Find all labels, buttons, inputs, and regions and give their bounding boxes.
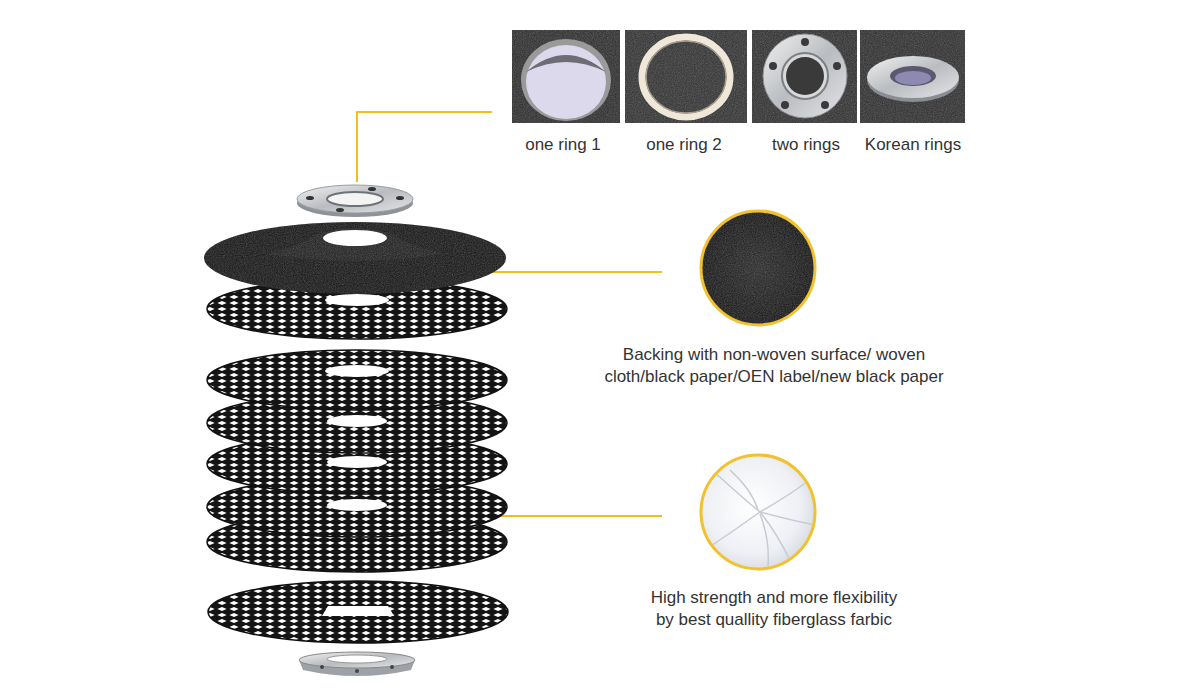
backing-detail-circle <box>701 211 815 325</box>
bottom-metal-ring <box>320 665 324 669</box>
ring-caption-box: one ring 1 <box>498 134 628 156</box>
fiberglass-detail-circle <box>708 512 760 548</box>
mesh-disc <box>207 350 507 410</box>
photo-one-ring-2 <box>625 30 747 123</box>
ring-photos <box>512 30 965 123</box>
top-metal-ring <box>327 192 383 206</box>
top-metal-ring <box>368 187 376 191</box>
photo-one-ring-2 <box>625 30 747 123</box>
photo-two-rings <box>752 30 857 123</box>
top-metal-ring <box>297 185 413 217</box>
mesh-disc <box>325 294 389 306</box>
bottom-metal-ring <box>355 669 359 673</box>
photo-two-rings <box>781 101 789 109</box>
mesh-disc <box>327 456 387 468</box>
backing-disc <box>204 222 506 294</box>
fiberglass-detail-circle <box>730 470 758 510</box>
top-metal-ring <box>396 196 404 200</box>
fiberglass-detail-circle <box>701 455 815 569</box>
leader-line <box>357 112 492 182</box>
photo-korean-rings <box>890 66 936 86</box>
top-metal-ring <box>297 185 413 213</box>
photo-two-rings <box>752 30 857 123</box>
ring-caption: two rings <box>741 134 871 156</box>
photo-one-ring-1 <box>512 30 620 123</box>
fiberglass-detail-circle <box>701 455 815 569</box>
backing-disc <box>265 228 445 261</box>
fiberglass-mesh-discs <box>207 279 508 643</box>
bottom-metal-ring <box>299 652 415 668</box>
fiberglass-detail-circle <box>760 512 815 525</box>
ring-caption: Korean rings <box>848 134 978 156</box>
photo-one-ring-1 <box>526 55 606 72</box>
mesh-disc <box>327 415 387 427</box>
photo-one-ring-1 <box>512 30 620 123</box>
mesh-disc <box>325 365 389 377</box>
photo-one-ring-1 <box>512 30 620 123</box>
top-metal-ring <box>336 208 344 212</box>
ring-caption-box: Korean rings <box>848 134 978 156</box>
ring-caption: one ring 2 <box>619 134 749 156</box>
photo-two-rings <box>801 38 809 46</box>
photo-two-rings <box>752 30 857 123</box>
photo-one-ring-2 <box>646 41 726 113</box>
mesh-disc <box>208 581 508 643</box>
photo-korean-rings <box>860 30 965 123</box>
backing-disc <box>204 222 506 294</box>
bottom-metal-ring <box>327 655 387 663</box>
photo-two-rings <box>763 34 847 118</box>
top-metal-ring <box>306 196 314 200</box>
photo-two-rings <box>821 101 829 109</box>
backing-description-box: Backing with non-woven surface/ woven cl… <box>539 344 1009 388</box>
ring-caption-box: two rings <box>741 134 871 156</box>
photo-one-ring-2 <box>625 30 747 123</box>
leader-line <box>466 271 662 273</box>
backing-disc <box>323 230 387 246</box>
photo-one-ring-1 <box>526 45 606 119</box>
photo-two-rings <box>833 62 841 70</box>
backing-detail-circle <box>701 211 815 325</box>
backing-disc <box>204 222 506 294</box>
photo-two-rings <box>782 53 828 99</box>
photo-korean-rings <box>860 30 965 123</box>
fiberglass-detail-circle <box>760 514 768 566</box>
fiberglass-detail-circle <box>701 455 815 569</box>
photo-two-rings <box>786 57 824 95</box>
fiberglass-detail-circle <box>712 470 790 560</box>
photo-korean-rings <box>895 71 931 85</box>
photo-one-ring-1 <box>521 39 611 121</box>
mesh-disc <box>322 606 394 616</box>
fiberglass-description: High strength and more flexibility by be… <box>539 587 1009 631</box>
photo-two-rings <box>769 62 777 70</box>
mesh-disc <box>208 581 508 643</box>
mesh-disc <box>327 499 387 511</box>
bottom-metal-ring <box>299 652 415 676</box>
photo-korean-rings <box>867 56 959 98</box>
fiberglass-detail-circle <box>760 478 812 512</box>
mesh-disc <box>207 350 507 410</box>
ring-caption: one ring 1 <box>498 134 628 156</box>
fiberglass-description-box: High strength and more flexibility by be… <box>539 587 1009 631</box>
bottom-metal-ring <box>390 665 394 669</box>
backing-detail-circle <box>700 210 816 326</box>
photo-korean-rings <box>860 30 965 123</box>
backing-disc <box>265 228 445 261</box>
ring-caption-box: one ring 2 <box>619 134 749 156</box>
backing-description: Backing with non-woven surface/ woven cl… <box>539 344 1009 388</box>
backing-detail-circle <box>700 210 816 326</box>
backing-detail-circle <box>700 210 816 326</box>
photo-one-ring-2 <box>642 37 730 117</box>
